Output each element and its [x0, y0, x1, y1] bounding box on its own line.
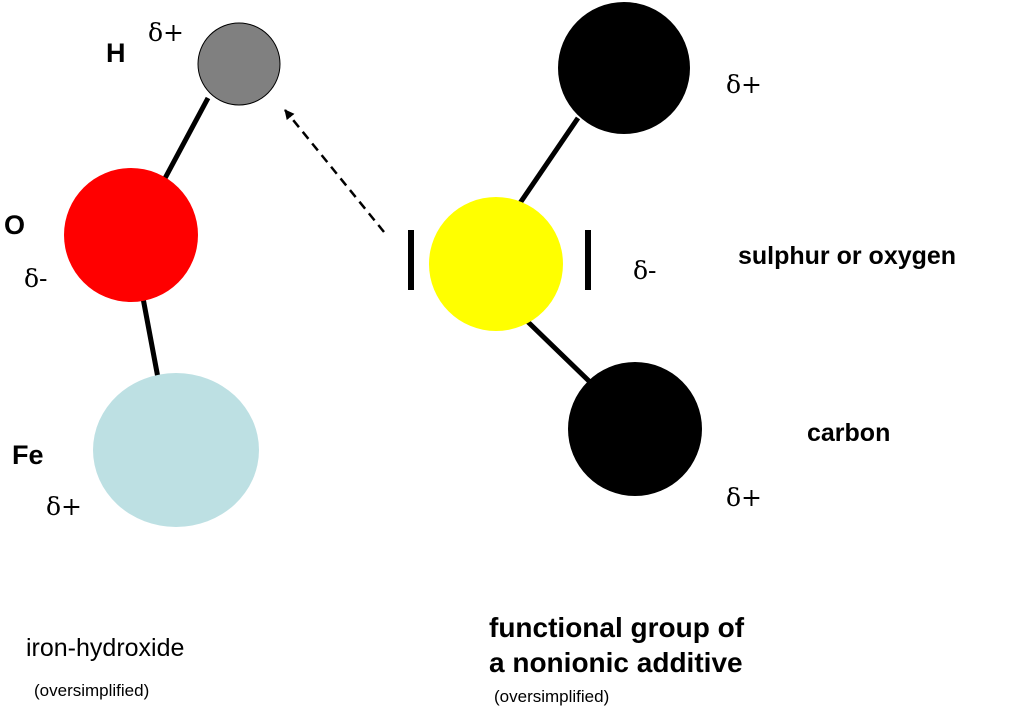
oxygen-atom	[64, 168, 198, 302]
additive-upper-carbon-atom	[558, 2, 690, 134]
oxygen-symbol: O	[4, 210, 26, 240]
additive-center-charge: δ-	[633, 256, 657, 285]
bond-o-fe	[140, 297, 161, 379]
additive-caption-line1: functional group of	[489, 612, 745, 643]
hydrogen-charge: δ+	[148, 18, 184, 47]
additive-center-atom	[429, 197, 563, 331]
iron-hydroxide-caption: iron-hydroxide	[26, 634, 185, 662]
hydrogen-atom	[197, 22, 281, 106]
iron-symbol: Fe	[12, 440, 44, 470]
interaction-arrow	[284, 109, 385, 233]
carbon-label: carbon	[807, 419, 891, 447]
iron-hydroxide-note: (oversimplified)	[34, 681, 150, 700]
bond-center-upper	[515, 116, 581, 208]
bond-center-lower	[526, 320, 592, 384]
additive-note: (oversimplified)	[494, 687, 610, 706]
bond-h-o	[160, 96, 211, 184]
sulphur-or-oxygen-label: sulphur or oxygen	[738, 242, 957, 270]
additive-lower-carbon-atom	[568, 362, 702, 496]
additive-caption-line2: a nonionic additive	[489, 647, 743, 678]
iron-charge: δ+	[46, 492, 82, 521]
additive-upper-charge: δ+	[726, 70, 762, 99]
hydrogen-symbol: H	[106, 38, 126, 68]
iron-atom	[93, 373, 259, 527]
oxygen-charge: δ-	[24, 264, 48, 293]
additive-lower-charge: δ+	[726, 483, 762, 512]
